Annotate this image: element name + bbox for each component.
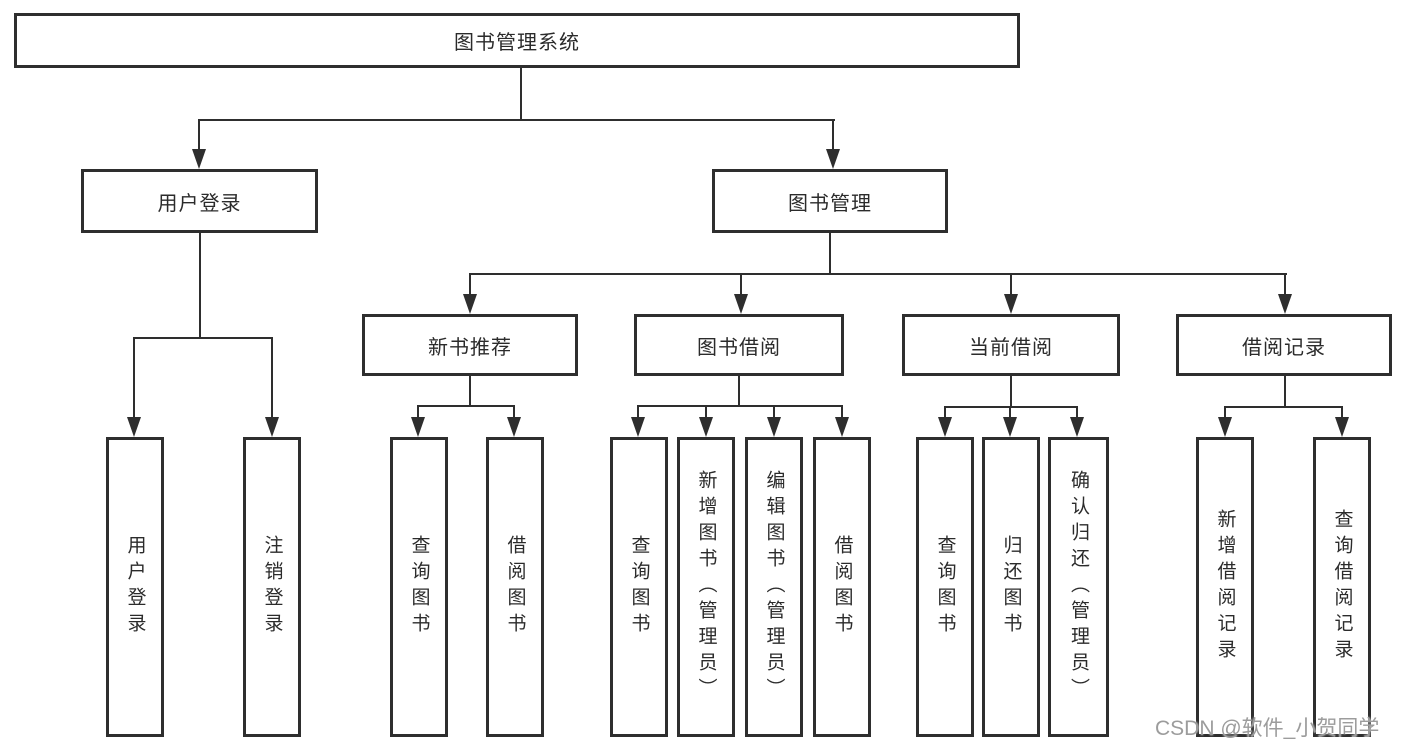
connector-to-leaf <box>1341 406 1343 418</box>
leaf-recommend-query-book: 查询图书 <box>390 437 448 737</box>
connector-records-rail <box>1224 406 1343 408</box>
connector-to-current <box>1010 273 1012 294</box>
leaf-label: 归还图书 <box>1000 535 1022 639</box>
node-current-borrow-label: 当前借阅 <box>969 336 1053 359</box>
connector-to-recommend <box>469 273 471 294</box>
arrow-down-icon <box>192 149 206 169</box>
connector-current-rail <box>944 406 1078 408</box>
node-new-book-recommend-label: 新书推荐 <box>428 336 512 359</box>
leaf-label: 查询借阅记录 <box>1331 509 1353 665</box>
arrow-down-icon <box>1335 417 1349 437</box>
leaf-recommend-borrow-book: 借阅图书 <box>486 437 544 737</box>
connector-to-records <box>1284 273 1286 294</box>
leaf-current-return-book: 归还图书 <box>982 437 1040 737</box>
leaf-label: 新增借阅记录 <box>1214 509 1236 665</box>
leaf-current-query-book: 查询图书 <box>916 437 974 737</box>
node-borrow-records-label: 借阅记录 <box>1242 336 1326 359</box>
leaf-current-confirm-return-admin: 确认归还（管理员） <box>1048 437 1109 737</box>
node-root: 图书管理系统 <box>14 13 1020 68</box>
connector-to-leaf <box>133 337 135 417</box>
arrow-down-icon <box>631 417 645 437</box>
node-current-borrow: 当前借阅 <box>902 314 1120 376</box>
arrow-down-icon <box>127 417 141 437</box>
leaf-label: 查询图书 <box>628 535 650 639</box>
connector-mgmt-stem <box>829 233 831 273</box>
connector-to-leaf <box>705 405 707 418</box>
arrow-down-icon <box>411 417 425 437</box>
arrow-down-icon <box>767 417 781 437</box>
connector-borrow-rail <box>637 405 843 407</box>
connector-to-leaf <box>1076 406 1078 418</box>
arrow-down-icon <box>1004 294 1018 314</box>
connector-recommend-rail <box>417 405 515 407</box>
connector-to-leaf <box>773 405 775 418</box>
leaf-label: 借阅图书 <box>831 535 853 639</box>
csdn-watermark: CSDN @软件_小贺同学 <box>1155 717 1380 740</box>
leaf-borrow-borrow-book: 借阅图书 <box>813 437 871 737</box>
leaf-label: 借阅图书 <box>504 535 526 639</box>
leaf-label: 确认归还（管理员） <box>1068 470 1089 704</box>
connector-level1-rail <box>198 119 835 121</box>
connector-to-leaf <box>637 405 639 418</box>
leaf-label: 查询图书 <box>934 535 956 639</box>
connector-to-leaf <box>1009 406 1011 418</box>
arrow-down-icon <box>938 417 952 437</box>
connector-to-leaf <box>944 406 946 418</box>
connector-to-borrow <box>740 273 742 294</box>
leaf-label: 注销登录 <box>261 535 283 639</box>
connector-login-stem <box>199 233 201 337</box>
connector-to-leaf <box>271 337 273 417</box>
connector-recommend-stem <box>469 376 471 405</box>
arrow-down-icon <box>826 149 840 169</box>
leaf-records-add-record: 新增借阅记录 <box>1196 437 1254 737</box>
leaf-logout: 注销登录 <box>243 437 301 737</box>
node-book-mgmt: 图书管理 <box>712 169 948 233</box>
arrow-down-icon <box>463 294 477 314</box>
leaf-label: 新增图书（管理员） <box>695 470 717 704</box>
connector-borrow-stem <box>738 376 740 405</box>
node-book-borrow-label: 图书借阅 <box>697 336 781 359</box>
connector-current-stem <box>1010 376 1012 406</box>
leaf-borrow-query-book: 查询图书 <box>610 437 668 737</box>
leaf-label: 查询图书 <box>408 535 430 639</box>
node-book-borrow: 图书借阅 <box>634 314 844 376</box>
connector-to-leaf <box>513 405 515 418</box>
connector-to-leaf <box>841 405 843 418</box>
node-root-label: 图书管理系统 <box>454 32 580 54</box>
arrow-down-icon <box>265 417 279 437</box>
connector-login-rail <box>133 337 273 339</box>
connector-to-mgmt <box>832 119 834 149</box>
node-user-login: 用户登录 <box>81 169 318 233</box>
arrow-down-icon <box>835 417 849 437</box>
leaf-borrow-add-book-admin: 新增图书（管理员） <box>677 437 735 737</box>
arrow-down-icon <box>1218 417 1232 437</box>
arrow-down-icon <box>734 294 748 314</box>
connector-mgmt-rail <box>469 273 1287 275</box>
leaf-records-query-record: 查询借阅记录 <box>1313 437 1371 737</box>
node-borrow-records: 借阅记录 <box>1176 314 1392 376</box>
arrow-down-icon <box>1278 294 1292 314</box>
arrow-down-icon <box>1003 417 1017 437</box>
leaf-label: 编辑图书（管理员） <box>763 470 785 704</box>
leaf-label: 用户登录 <box>124 535 146 639</box>
leaf-borrow-edit-book-admin: 编辑图书（管理员） <box>745 437 803 737</box>
leaf-user-login: 用户登录 <box>106 437 164 737</box>
node-new-book-recommend: 新书推荐 <box>362 314 578 376</box>
connector-root-stem <box>520 68 522 120</box>
node-user-login-label: 用户登录 <box>157 192 242 215</box>
connector-to-login <box>198 119 200 149</box>
arrow-down-icon <box>507 417 521 437</box>
connector-to-leaf <box>1224 406 1226 418</box>
node-book-mgmt-label: 图书管理 <box>788 192 872 215</box>
connector-to-leaf <box>417 405 419 418</box>
arrow-down-icon <box>699 417 713 437</box>
connector-records-stem <box>1284 376 1286 406</box>
arrow-down-icon <box>1070 417 1084 437</box>
